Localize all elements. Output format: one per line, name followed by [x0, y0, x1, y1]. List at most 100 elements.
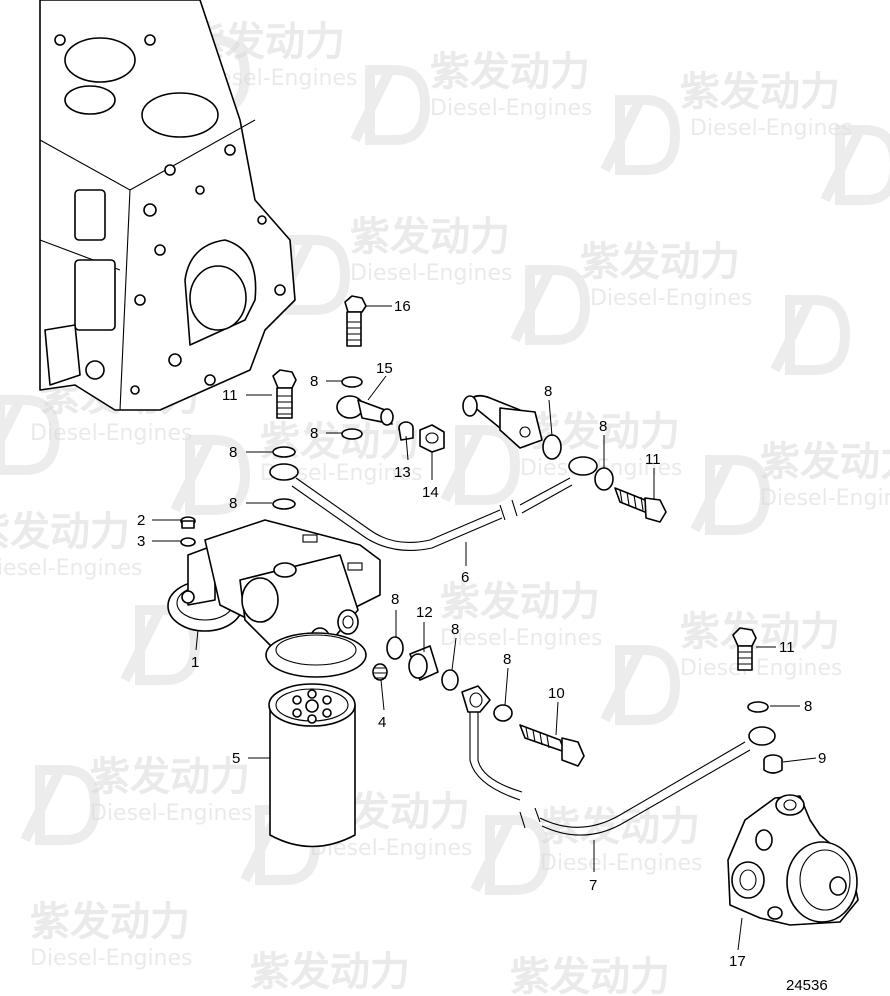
callout-8: 8 — [804, 698, 812, 715]
callout-8: 8 — [229, 495, 237, 512]
callout-4: 4 — [378, 714, 386, 731]
watermark-en: Diesel-Engines — [760, 486, 890, 511]
watermark-logo — [770, 295, 851, 375]
callout-labels: 16 8 15 8 13 14 11 8 8 8 8 11 6 2 3 1 4 … — [137, 298, 826, 970]
callout-8: 8 — [544, 383, 552, 400]
washer-8 — [594, 467, 614, 491]
callout-8: 8 — [599, 418, 607, 435]
watermark-en: Diesel-Engines — [430, 96, 593, 121]
banjo-bolt-11-left — [272, 369, 297, 419]
watermark-cn: 紫发动力 — [680, 609, 840, 655]
callout-1: 1 — [191, 654, 199, 671]
washer-8 — [542, 434, 562, 460]
leader-lines — [152, 305, 817, 951]
sleeve-13 — [398, 421, 414, 441]
washer-8 — [341, 376, 363, 388]
watermark-cn: 紫发动力 — [90, 754, 250, 800]
watermark-en: Diesel-Engines — [680, 656, 843, 681]
watermark-en: Diesel-Engines — [590, 286, 753, 311]
watermark-cn: 紫发动力 — [30, 899, 190, 945]
watermark-cn: 紫发动力 — [430, 49, 590, 95]
washer-8 — [493, 704, 513, 722]
banjo-bolt-11-right — [614, 487, 667, 523]
watermark-cn: 紫发动力 — [250, 949, 410, 995]
banjo-bolt-11-lower — [732, 627, 757, 671]
callout-13: 13 — [394, 464, 411, 481]
callout-8: 8 — [310, 373, 318, 390]
washer-8 — [386, 636, 404, 660]
figure-number: 24536 — [786, 977, 828, 994]
watermark-cn: 紫发动力 — [350, 214, 510, 260]
watermark-cn: 紫发动力 — [540, 804, 700, 850]
watermark-logo — [170, 435, 251, 515]
screw-2 — [180, 516, 196, 529]
pipe-eye-7 — [461, 685, 491, 713]
watermark-cn: 紫发动力 — [0, 509, 130, 555]
pipe-eye — [269, 463, 299, 481]
callout-14: 14 — [422, 484, 439, 501]
spacer-12 — [408, 645, 439, 681]
callout-11: 11 — [645, 451, 661, 468]
pipe-7 — [469, 712, 776, 836]
watermark-cn: 紫发动力 — [760, 439, 890, 485]
callout-15: 15 — [376, 360, 393, 377]
watermark-cn: 紫发动力 — [580, 239, 740, 285]
filter-housing-1 — [167, 519, 381, 678]
callout-16: 16 — [394, 298, 411, 315]
watermark-en: Diesel-Engines — [350, 261, 513, 286]
washer-8 — [441, 669, 459, 691]
callout-11: 11 — [779, 639, 795, 656]
watermark-en: Diesel-Engines — [30, 946, 193, 971]
callout-6: 6 — [461, 569, 469, 586]
banjo-bolt-10 — [519, 724, 585, 767]
watermark-logo — [510, 265, 591, 345]
watermark-cn: 紫发动力 — [510, 954, 670, 996]
callout-2: 2 — [137, 512, 145, 529]
callout-8: 8 — [229, 444, 237, 461]
watermark-logo — [20, 765, 101, 845]
washer-3 — [180, 537, 196, 547]
watermark-logo — [350, 65, 431, 145]
watermark-logo — [690, 455, 771, 535]
watermark-en: Diesel-Engines — [540, 851, 703, 876]
callout-3: 3 — [137, 533, 145, 550]
callout-8: 8 — [391, 591, 399, 608]
pipe-6 — [291, 456, 598, 551]
washer-8 — [272, 498, 296, 510]
watermark-logo — [600, 95, 681, 175]
watermark-en: Diesel-Engines — [690, 116, 853, 141]
nut-14 — [419, 424, 445, 453]
watermark-cn: 紫发动力 — [260, 419, 420, 465]
washer-8 — [747, 701, 769, 713]
filter-cartridge-5 — [268, 683, 356, 848]
adapter-fitting — [462, 394, 543, 449]
washer-8 — [341, 428, 363, 440]
watermark-cn: 紫发动力 — [440, 579, 600, 625]
watermark-en: Diesel-Engines — [30, 421, 193, 446]
callout-8: 8 — [451, 621, 459, 638]
callout-10: 10 — [548, 685, 565, 702]
sleeve-9 — [763, 754, 783, 774]
callout-7: 7 — [589, 877, 597, 894]
callout-9: 9 — [818, 750, 826, 767]
watermark-logo — [440, 425, 521, 505]
callout-8: 8 — [310, 425, 318, 442]
watermark-en: Diesel-Engines — [0, 556, 143, 581]
watermark-en: Diesel-Engines — [440, 626, 603, 651]
callout-8: 8 — [503, 651, 511, 668]
callout-11: 11 — [222, 387, 238, 404]
engine-block — [39, 0, 296, 411]
watermark-logo — [0, 395, 61, 475]
callout-17: 17 — [729, 953, 746, 970]
watermark-logo — [470, 815, 551, 895]
watermark-layer: 紫发动力 Diesel-Engines 紫发动力 Diesel-Engines … — [0, 19, 890, 996]
watermark-logo — [600, 645, 681, 725]
callout-12: 12 — [416, 604, 433, 621]
washer-8 — [272, 446, 296, 458]
watermark-en: Diesel-Engines — [90, 801, 253, 826]
callout-5: 5 — [232, 750, 240, 767]
banjo-fitting-15 — [336, 395, 394, 426]
banjo-bolt-16 — [344, 295, 367, 347]
